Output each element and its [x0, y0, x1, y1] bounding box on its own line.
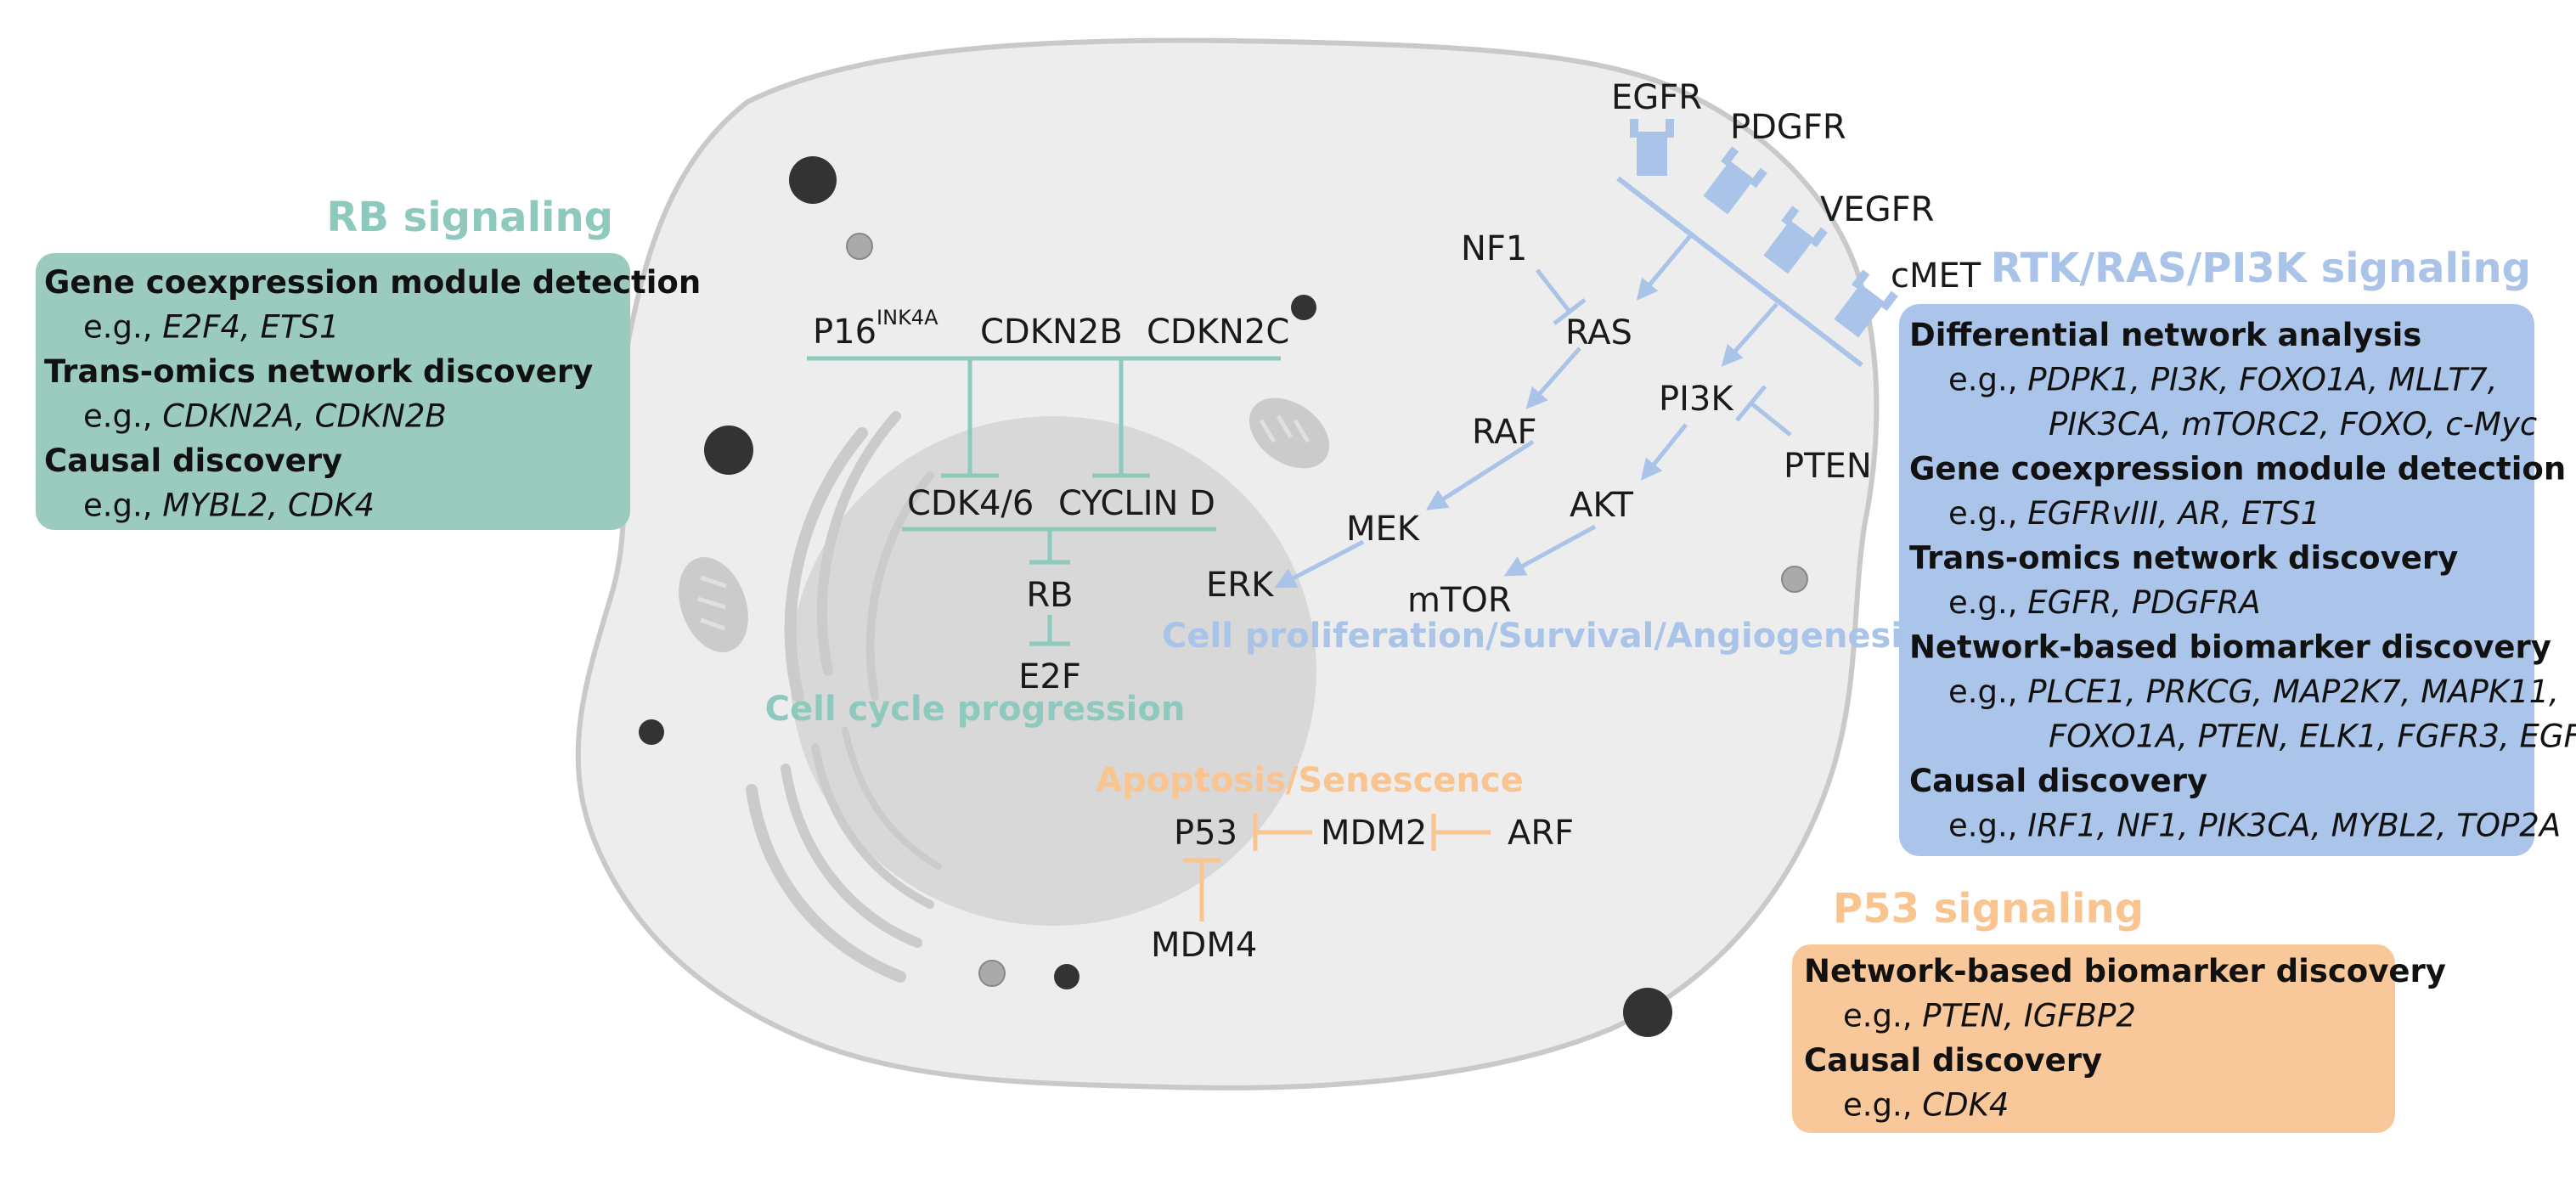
mek-label: MEK: [1346, 510, 1421, 549]
cdk46-label: CDK4/6: [907, 484, 1034, 523]
example-genes: FOXO1A, PTEN, ELK1, FGFR3, EGFR: [2049, 719, 2576, 755]
p16-label: P16INK4A: [813, 306, 939, 352]
method-heading: Causal discovery: [44, 442, 342, 479]
akt-label: AKT: [1570, 486, 1633, 525]
e2f-label: E2F: [1018, 657, 1081, 696]
rtk-panel: RTK/RAS/PI3K signaling Differential netw…: [1899, 245, 2576, 856]
cdkn2c-label: CDKN2C: [1147, 313, 1289, 352]
mtor-label: mTOR: [1407, 581, 1512, 620]
pten-label: PTEN: [1784, 447, 1872, 486]
method-heading: Network-based biomarker discovery: [1909, 629, 2551, 666]
method-heading: Gene coexpression module detection: [1909, 451, 2566, 488]
method-heading: Trans-omics network discovery: [44, 353, 593, 390]
example-genes: e.g., E2F4, ETS1: [83, 309, 340, 346]
raf-label: RAF: [1472, 413, 1537, 452]
example-genes: PIK3CA, mTORC2, FOXO, c-Myc: [2049, 406, 2537, 442]
rb-panel-title: RB signaling: [326, 194, 613, 241]
vesicles: [639, 156, 1808, 1037]
method-heading: Causal discovery: [1909, 763, 2207, 799]
mdm4-label: MDM4: [1151, 926, 1257, 965]
rb-label: RB: [1026, 576, 1073, 615]
arf-label: ARF: [1508, 814, 1574, 853]
example-genes: e.g., MYBL2, CDK4: [83, 488, 375, 524]
rtk-pathway: EGFR PDGFR VEGFR cMET NF1 RAS RAF MEK ER…: [1162, 78, 1981, 656]
ras-label: RAS: [1565, 313, 1632, 352]
example-genes: e.g., PDPK1, PI3K, FOXO1A, MLLT7,: [1948, 362, 2497, 398]
egfr-label: EGFR: [1611, 78, 1702, 117]
rtk-panel-box: [1899, 304, 2534, 856]
method-heading: Network-based biomarker discovery: [1804, 953, 2446, 989]
mitochondria: [679, 397, 1330, 653]
nucleus: [790, 416, 1316, 926]
rb-panel: RB signaling Gene coexpression module de…: [36, 194, 701, 530]
cell-cycle-outcome: Cell cycle progression: [765, 690, 1186, 729]
method-heading: Trans-omics network discovery: [1909, 540, 2458, 577]
vegfr-label: VEGFR: [1820, 190, 1934, 229]
rb-pathway: P16INK4A CDKN2B CDKN2C CDK4/6 CYCLIN D R…: [765, 306, 1290, 729]
method-heading: Differential network analysis: [1909, 317, 2421, 353]
cell: [575, 37, 1880, 1091]
receptor-icons: [1630, 119, 1898, 338]
pdgfr-label: PDGFR: [1730, 108, 1846, 147]
endoplasmic-reticulum: [746, 411, 942, 983]
mdm2-label: MDM2: [1321, 814, 1427, 853]
method-heading: Causal discovery: [1804, 1042, 2102, 1079]
p53-panel-title: P53 signaling: [1833, 885, 2144, 933]
proliferation-outcome: Cell proliferation/Survival/Angiogenesis: [1162, 617, 1923, 656]
cdkn2b-label: CDKN2B: [980, 313, 1123, 352]
nf1-label: NF1: [1461, 229, 1527, 268]
example-genes: e.g., CDKN2A, CDKN2B: [83, 398, 447, 435]
p53-panel-content: Network-based biomarker discovery e.g., P…: [1804, 953, 2446, 1124]
rb-panel-box: [36, 253, 630, 530]
p53-label: P53: [1174, 814, 1237, 853]
erk-label: ERK: [1206, 566, 1275, 605]
rtk-panel-content: Differential network analysis e.g., PDPK1…: [1909, 317, 2576, 844]
apoptosis-outcome: Apoptosis/Senescence: [1096, 761, 1524, 800]
cmet-label: cMET: [1891, 256, 1981, 296]
p53-panel-box: [1792, 944, 2395, 1133]
example-genes: e.g., EGFRvIII, AR, ETS1: [1948, 495, 2320, 532]
p53-panel: P53 signaling Network-based biomarker di…: [1792, 885, 2446, 1133]
rb-panel-content: Gene coexpression module detection e.g., …: [44, 264, 701, 524]
example-genes: e.g., IRF1, NF1, PIK3CA, MYBL2, TOP2A: [1948, 808, 2561, 844]
example-genes: e.g., PLCE1, PRKCG, MAP2K7, MAPK11,: [1948, 674, 2559, 710]
method-heading: Gene coexpression module detection: [44, 264, 701, 301]
example-genes: e.g., CDK4: [1843, 1087, 2009, 1124]
rtk-panel-title: RTK/RAS/PI3K signaling: [1991, 245, 2531, 292]
example-genes: e.g., PTEN, IGFBP2: [1843, 998, 2136, 1034]
cyclind-label: CYCLIN D: [1058, 484, 1215, 523]
p53-pathway: Apoptosis/Senescence P53 MDM2 ARF MDM4: [1096, 761, 1574, 965]
pi3k-label: PI3K: [1659, 380, 1734, 419]
example-genes: e.g., EGFR, PDGFRA: [1948, 584, 2261, 621]
